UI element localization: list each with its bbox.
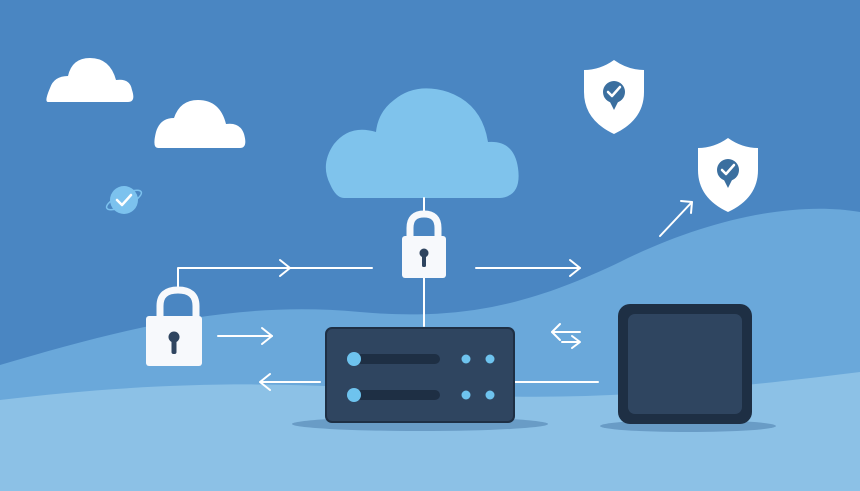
arrow-icon — [680, 200, 693, 214]
tablet-icon — [618, 304, 752, 424]
arrow-icon — [259, 373, 271, 391]
arrow-icon — [279, 259, 291, 277]
small-cloud-icon-middle — [154, 100, 246, 148]
left-upper-line — [177, 267, 373, 293]
shield-check-icon-top — [584, 60, 644, 134]
connection-lines — [177, 197, 693, 383]
sync-arrow-icon — [571, 335, 581, 349]
shield-check-icon-right — [698, 138, 758, 212]
cloud-icon — [325, 88, 519, 198]
padlock-icon-center — [402, 210, 446, 278]
arrow-icon — [261, 327, 273, 345]
arrow-icon — [569, 259, 581, 277]
padlock-icon-left — [146, 286, 202, 366]
sync-arrow-icon — [551, 323, 561, 341]
arrow-icons — [259, 200, 693, 391]
server-icon — [325, 327, 515, 423]
globe-check-icon — [105, 186, 143, 214]
small-cloud-icon-left — [46, 58, 134, 102]
diagonal-line — [659, 201, 693, 237]
